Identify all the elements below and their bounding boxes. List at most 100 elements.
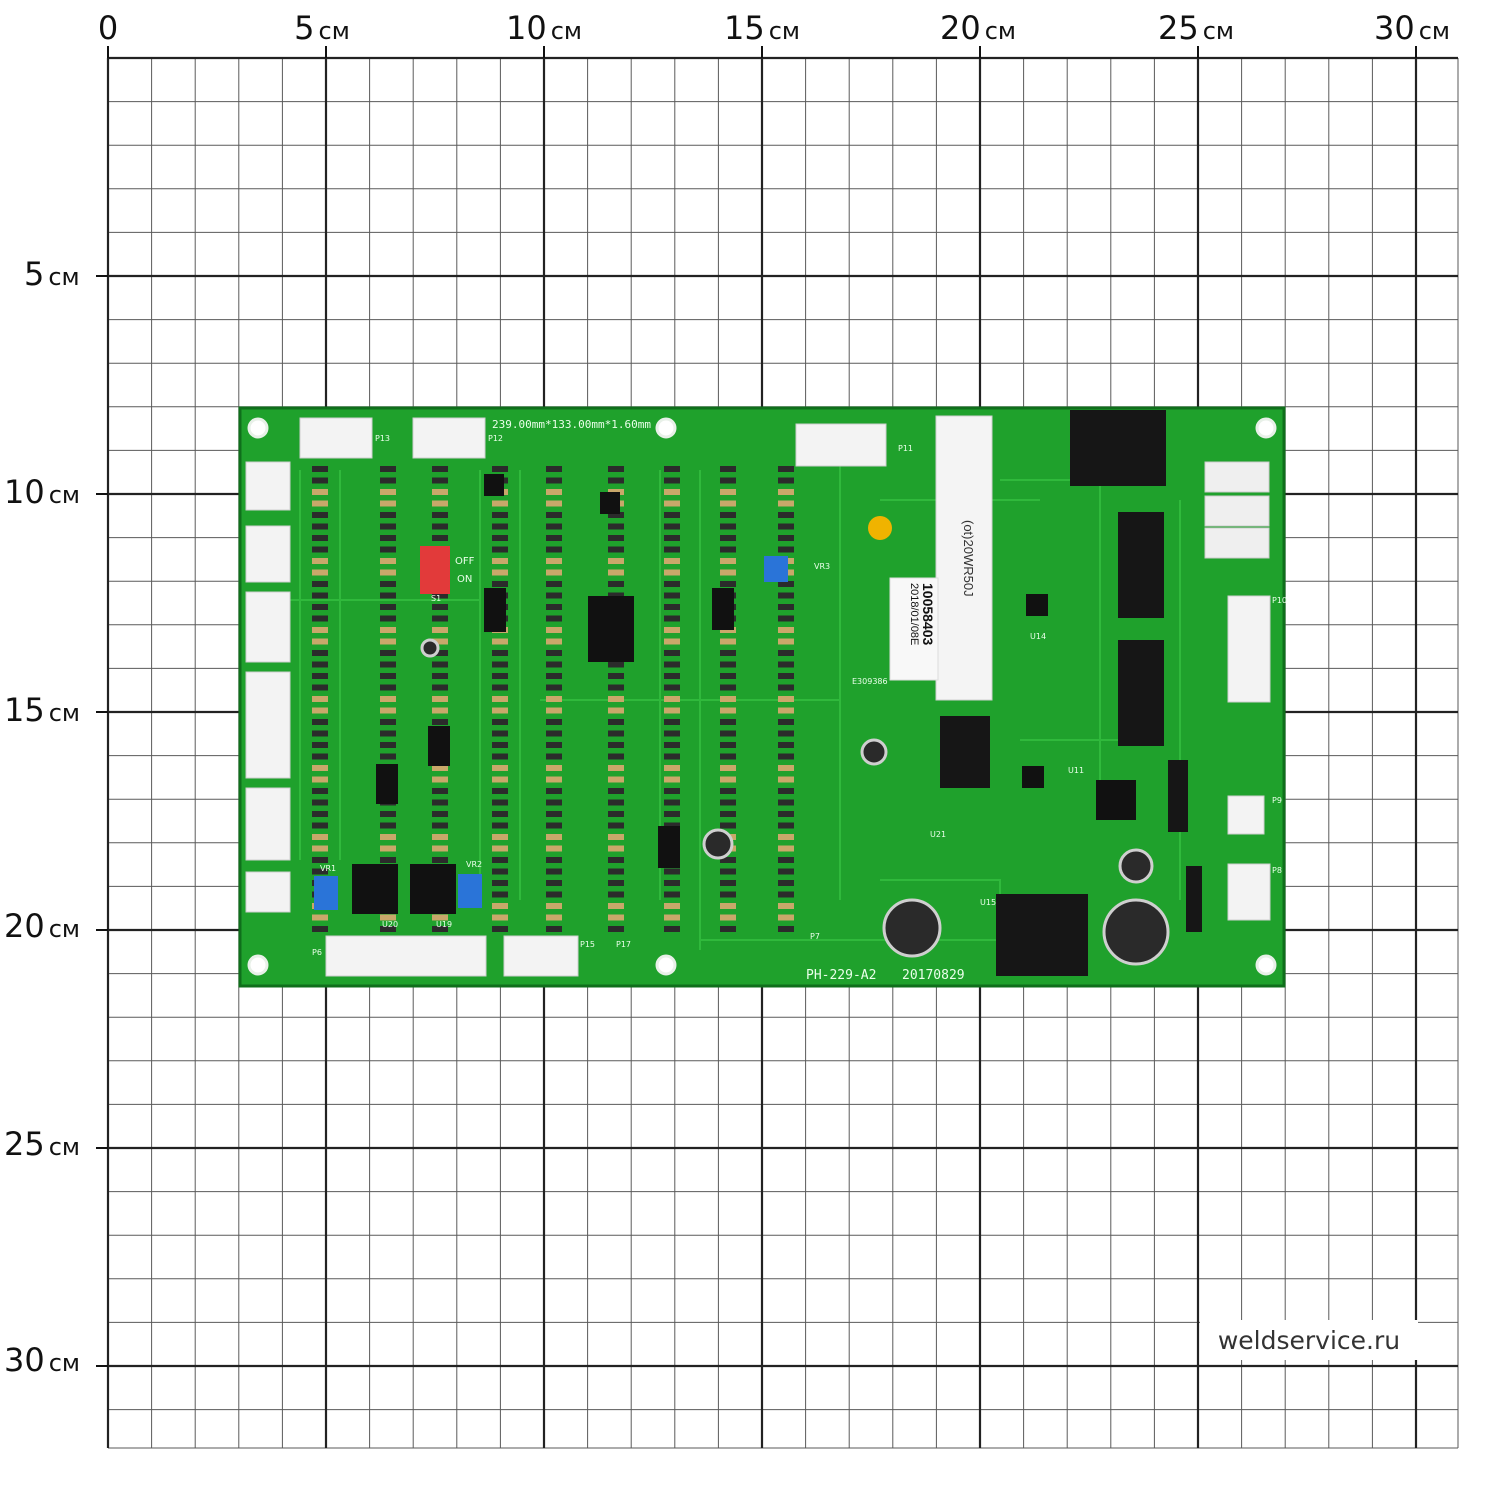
smd-component: [432, 707, 448, 714]
smd-component: [664, 799, 680, 806]
smd-component: [492, 799, 508, 806]
smd-component: [608, 477, 624, 484]
smd-component: [720, 466, 736, 472]
connector-label: P7: [810, 932, 820, 941]
smd-component: [492, 512, 508, 518]
smd-component: [608, 834, 624, 840]
smd-component: [492, 868, 508, 875]
smd-component: [720, 799, 736, 806]
smd-component: [492, 638, 508, 645]
smd-component: [492, 730, 508, 737]
dip-switch-on-label: ON: [457, 574, 473, 585]
connector-label: P9: [1272, 796, 1282, 805]
row-number: 20: [4, 907, 45, 945]
smd-component: [720, 500, 736, 507]
smd-component: [608, 857, 624, 863]
smd-component: [720, 868, 736, 875]
smd-component: [432, 466, 448, 472]
smd-component: [720, 857, 736, 863]
smd-component: [664, 569, 680, 576]
smd-component: [608, 788, 624, 794]
smd-component: [664, 868, 680, 875]
smd-component: [720, 638, 736, 645]
smd-component: [608, 880, 624, 886]
smd-component: [664, 903, 680, 909]
smd-component: [720, 523, 736, 530]
smd-component: [720, 581, 736, 587]
smd-component: [432, 696, 448, 702]
smd-component: [720, 891, 736, 898]
smd-component: [546, 845, 562, 852]
row-unit: см: [48, 481, 81, 509]
smd-component: [380, 811, 396, 817]
smd-component: [492, 880, 508, 886]
smd-component: [546, 857, 562, 863]
smd-component: [664, 753, 680, 760]
smd-component: [546, 477, 562, 484]
smd-component: [778, 638, 794, 645]
smd-component: [664, 650, 680, 656]
smd-component: [492, 765, 508, 771]
chip-label: U11: [1068, 766, 1085, 775]
smd-component: [492, 558, 508, 564]
smd-component: [778, 799, 794, 806]
smd-component: [778, 822, 794, 829]
smd-component: [312, 673, 328, 679]
smd-component: [546, 891, 562, 898]
smd-component: [312, 615, 328, 622]
part-number-label: 10058403 2018/01/08E: [892, 583, 936, 707]
smd-component: [312, 799, 328, 806]
smd-component: [546, 880, 562, 886]
smd-component: [380, 535, 396, 541]
smd-component: [546, 776, 562, 783]
smd-component: [380, 673, 396, 679]
smd-component: [608, 799, 624, 806]
smd-component: [492, 845, 508, 852]
column-unit: см: [550, 17, 583, 45]
smd-component: [432, 776, 448, 783]
row-unit: см: [48, 915, 81, 943]
smd-component: [778, 512, 794, 518]
smd-component: [380, 558, 396, 564]
smd-component: [312, 627, 328, 633]
smd-component: [432, 673, 448, 679]
smd-component: [546, 558, 562, 564]
smd-component: [312, 914, 328, 921]
smd-component: [608, 558, 624, 564]
smd-component: [664, 707, 680, 714]
smd-component: [664, 661, 680, 668]
smd-component: [546, 926, 562, 932]
smd-component: [608, 811, 624, 817]
smd-component: [608, 684, 624, 691]
column-unit: см: [1418, 17, 1451, 45]
smd-component: [380, 845, 396, 852]
smd-component: [380, 822, 396, 829]
column-number: 5: [294, 9, 315, 47]
smd-component: [492, 857, 508, 863]
smd-component: [312, 834, 328, 840]
smd-component: [312, 845, 328, 852]
column-unit: см: [768, 17, 801, 45]
smd-component: [720, 512, 736, 518]
column-number: 20: [939, 9, 981, 47]
smd-component: [492, 546, 508, 553]
smd-component: [312, 811, 328, 817]
smd-component: [432, 477, 448, 484]
smd-component: [778, 535, 794, 541]
smd-component: [664, 719, 680, 725]
column-unit: см: [984, 17, 1017, 45]
smd-component: [664, 914, 680, 921]
smd-component: [380, 753, 396, 760]
smd-component: [608, 822, 624, 829]
smd-component: [608, 914, 624, 921]
smd-component: [546, 627, 562, 633]
smd-component: [720, 650, 736, 656]
smd-component: [664, 638, 680, 645]
smd-component: [546, 592, 562, 599]
